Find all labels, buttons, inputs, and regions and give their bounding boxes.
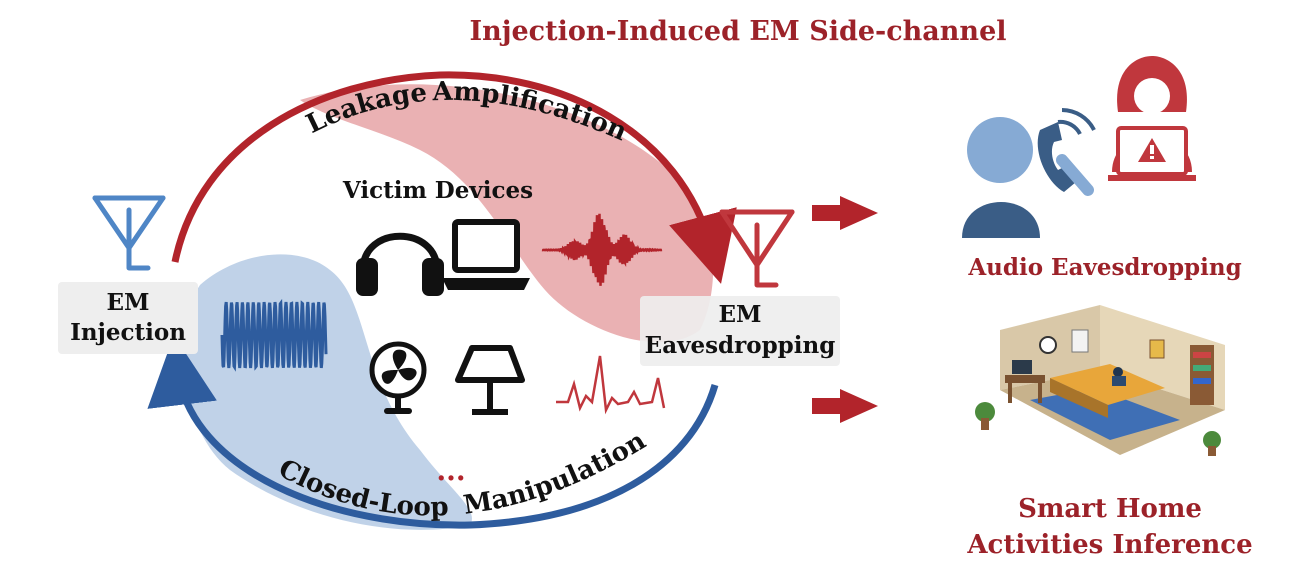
victim-devices-heading: Victim Devices xyxy=(342,177,533,204)
more-devices-ellipsis: ... xyxy=(436,454,465,487)
leakage-waveform-path xyxy=(541,213,663,286)
warning-icon xyxy=(1138,138,1166,162)
headphones-icon xyxy=(356,232,444,296)
em-injection-line1: EM xyxy=(107,289,150,316)
laptop-icon xyxy=(442,219,530,290)
listener-icon xyxy=(962,117,1040,238)
em-eavesdropping-box xyxy=(640,296,840,366)
audio-eavesdropping-label: Audio Eavesdropping xyxy=(967,254,1241,281)
injection-antenna-icon xyxy=(92,195,166,271)
leakage-waveform-icon xyxy=(541,213,663,286)
leakage-arc xyxy=(171,71,737,284)
audio-output-arrow xyxy=(812,196,878,230)
injection-wave-icon xyxy=(220,298,328,372)
smart-home-label-line1: Smart Home xyxy=(1018,494,1202,524)
bedroom-illustration xyxy=(975,305,1225,456)
manipulation-arc xyxy=(147,335,719,529)
fan-icon xyxy=(369,341,427,414)
em-eavesdropping-line2: Eavesdropping xyxy=(645,332,836,359)
em-injection-line2: Injection xyxy=(70,319,186,346)
phone-icon xyxy=(1037,108,1096,192)
magnifier-icon xyxy=(1056,154,1094,196)
injection-wave-path xyxy=(220,298,328,372)
diagram-title: Injection-Induced EM Side-channel xyxy=(469,16,1006,47)
eavesdrop-antenna-icon xyxy=(719,209,795,288)
em-injection-box xyxy=(58,282,198,354)
leakage-lobe xyxy=(300,84,714,343)
spectrum-icon xyxy=(556,355,666,415)
smart-home-output-arrow xyxy=(812,389,878,423)
smart-home-label-line2: Activities Inference xyxy=(966,530,1252,560)
em-eavesdropping-line1: EM xyxy=(719,301,762,328)
manipulation-label: Manipulation xyxy=(461,426,651,521)
lamp-icon xyxy=(455,345,525,415)
